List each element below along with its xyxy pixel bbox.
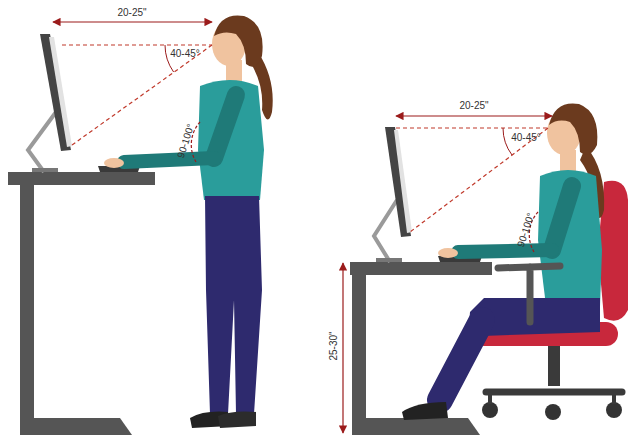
forearm	[458, 250, 552, 252]
shirt	[198, 80, 264, 200]
desk-base	[20, 418, 132, 435]
dimension-line	[53, 21, 212, 22]
monitor-foot	[376, 258, 402, 262]
monitor	[40, 34, 71, 151]
hair	[549, 103, 597, 154]
dimension-label: 20-25"	[117, 7, 146, 19]
sight-line	[396, 127, 548, 128]
angle-label: 40-45°	[170, 48, 200, 60]
monitor	[385, 127, 411, 237]
shoe	[402, 402, 448, 420]
hand	[104, 158, 124, 168]
upper-arm	[552, 186, 572, 250]
chair-armrest	[498, 266, 560, 322]
monitor-screen	[394, 130, 412, 233]
desk-base	[352, 418, 480, 435]
chair-caster	[488, 392, 492, 404]
monitor-foot	[32, 168, 58, 172]
chair-wheel	[606, 402, 622, 418]
shoe	[218, 412, 256, 429]
desk-leg	[352, 275, 366, 425]
upper-arm	[214, 95, 236, 158]
monitor-screen	[49, 37, 72, 147]
chair-base	[486, 389, 622, 396]
monitor-stand	[28, 112, 56, 172]
dimension-label: 25-30"	[328, 331, 340, 360]
angle-arc	[503, 128, 512, 155]
desk-top	[8, 172, 155, 185]
desk-leg	[20, 185, 34, 425]
monitor-stand	[374, 200, 397, 262]
shirt	[538, 170, 602, 306]
chair-wheel	[545, 404, 561, 420]
angle-label: 40-45°	[511, 132, 541, 144]
chair-caster	[612, 392, 616, 404]
dimension-line	[396, 115, 552, 116]
angle-label: 90-100°	[515, 211, 537, 248]
dimension-label: 20-25"	[459, 100, 488, 112]
chair-wheel	[482, 402, 498, 418]
desk-top	[350, 262, 492, 275]
chair-column	[548, 346, 560, 386]
hair	[214, 15, 263, 66]
dimension-line	[342, 263, 343, 433]
hand	[438, 248, 458, 258]
forearm	[124, 158, 214, 162]
shin	[440, 320, 482, 400]
sight-line	[62, 44, 212, 45]
trousers	[205, 196, 262, 414]
